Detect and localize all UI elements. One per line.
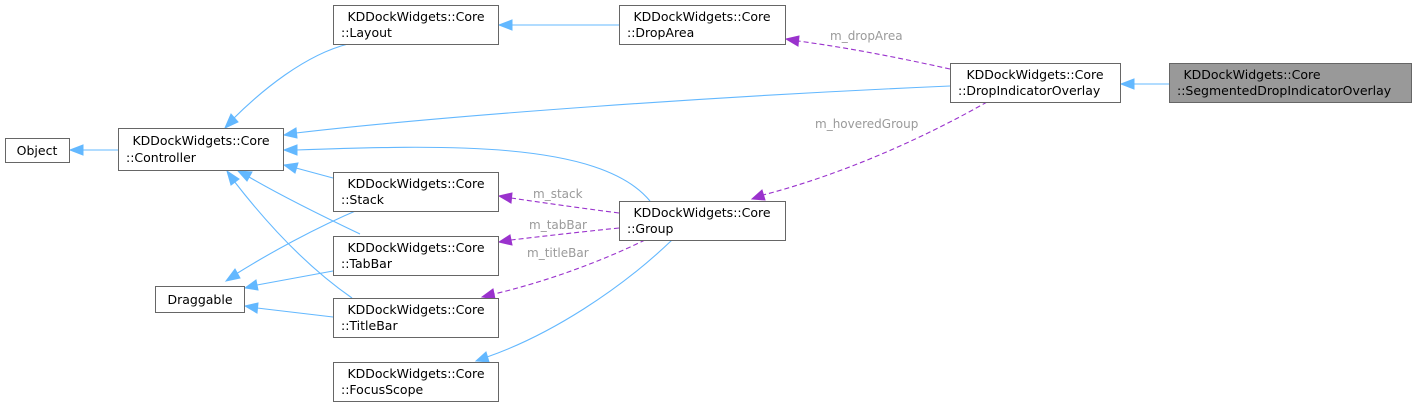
inherit-arrowhead [224, 113, 239, 129]
inherit-arrowhead [497, 19, 513, 31]
class-label-name: ::Controller [126, 150, 197, 165]
class-node-group[interactable]: KDDockWidgets::Core ::Group [619, 201, 786, 241]
class-label-namespace: KDDockWidgets::Core [347, 366, 484, 381]
class-label-namespace: KDDockWidgets::Core [347, 9, 484, 24]
member-arrowhead [784, 35, 800, 47]
nodes: Object KDDockWidgets::Core ::Controller … [5, 5, 1412, 402]
edges [68, 19, 1169, 363]
edge-label-dio-droparea: m_dropArea [830, 29, 903, 43]
class-label-namespace: KDDockWidgets::Core [347, 176, 484, 191]
inherit-arrowhead [243, 279, 259, 291]
edge-tabbar-draggable [243, 270, 334, 291]
edge-dio-droparea [784, 35, 951, 70]
edge-dio-group [750, 101, 988, 201]
class-label-namespace: KDDockWidgets::Core [633, 9, 770, 24]
member-arrowhead [480, 288, 496, 300]
class-node-controller[interactable]: KDDockWidgets::Core ::Controller [118, 128, 284, 171]
class-label-name: ::DropArea [627, 25, 694, 40]
class-label-namespace: KDDockWidgets::Core [633, 205, 770, 220]
inherit-arrowhead [224, 268, 241, 282]
edge-labels: m_dropArea m_hoveredGroup m_stack m_tabB… [527, 29, 918, 260]
inherit-arrowhead [243, 302, 259, 314]
edge-dio-controller [282, 85, 951, 139]
class-label: Object [17, 143, 58, 158]
inherit-arrowhead [474, 351, 490, 363]
edge-layout-controller [224, 43, 349, 129]
class-node-focusscope[interactable]: KDDockWidgets::Core ::FocusScope [333, 362, 499, 402]
inherit-arrowhead [1119, 78, 1135, 90]
class-label-name: ::Group [627, 221, 674, 236]
class-node-tabbar[interactable]: KDDockWidgets::Core ::TabBar [333, 236, 499, 276]
class-label-name: ::SegmentedDropIndicatorOverlay [1177, 83, 1392, 98]
member-arrowhead [497, 234, 513, 246]
class-label-namespace: KDDockWidgets::Core [966, 67, 1103, 82]
class-label: Draggable [167, 292, 232, 307]
class-node-stack[interactable]: KDDockWidgets::Core ::Stack [333, 172, 499, 212]
class-node-object[interactable]: Object [5, 138, 70, 163]
inherit-arrowhead [282, 162, 299, 174]
class-label-namespace: KDDockWidgets::Core [132, 133, 269, 148]
edge-stack-controller [282, 162, 334, 179]
inherit-arrowhead [282, 127, 298, 139]
edge-group-controller [282, 144, 651, 202]
inherit-arrowhead [282, 144, 298, 156]
edge-label-group-titlebar: m_titleBar [527, 246, 589, 260]
edge-stack-draggable [224, 208, 361, 282]
edge-titlebar-draggable [243, 302, 334, 318]
class-node-layout[interactable]: KDDockWidgets::Core ::Layout [333, 5, 499, 45]
edge-droparea-layout [497, 19, 619, 31]
edge-tabbar-controller [236, 170, 361, 235]
member-arrowhead [497, 192, 513, 204]
inherit-arrowhead [236, 170, 253, 182]
class-label-name: ::Stack [341, 192, 385, 207]
class-label-name: ::DropIndicatorOverlay [958, 83, 1101, 98]
edge-group-tabbar [497, 227, 620, 246]
class-node-draggable[interactable]: Draggable [155, 286, 245, 313]
class-node-segmenteddropindicatoroverlay[interactable]: KDDockWidgets::Core ::SegmentedDropIndic… [1169, 63, 1412, 103]
class-label-namespace: KDDockWidgets::Core [347, 302, 484, 317]
class-node-dropindicatoroverlay[interactable]: KDDockWidgets::Core ::DropIndicatorOverl… [950, 63, 1121, 103]
class-node-droparea[interactable]: KDDockWidgets::Core ::DropArea [619, 5, 786, 45]
edge-group-stack [497, 192, 620, 214]
edge-label-dio-group: m_hoveredGroup [815, 117, 918, 131]
class-label-name: ::Layout [341, 25, 392, 40]
edge-titlebar-controller [226, 169, 353, 299]
class-node-titlebar[interactable]: KDDockWidgets::Core ::TitleBar [333, 298, 499, 338]
class-label-namespace: KDDockWidgets::Core [1183, 67, 1320, 82]
edge-controller-object [68, 144, 118, 156]
class-label-name: ::TitleBar [341, 318, 398, 333]
edge-label-group-stack: m_stack [533, 187, 583, 201]
edge-label-group-tabbar: m_tabBar [529, 218, 587, 232]
edge-segmented-dio [1119, 78, 1169, 90]
class-label-namespace: KDDockWidgets::Core [347, 240, 484, 255]
inherit-arrowhead [68, 144, 84, 156]
edge-group-focusscope [474, 239, 673, 363]
member-arrowhead [750, 189, 766, 201]
inherit-arrowhead [226, 169, 240, 186]
class-label-name: ::FocusScope [341, 382, 424, 397]
class-label-name: ::TabBar [341, 256, 393, 271]
